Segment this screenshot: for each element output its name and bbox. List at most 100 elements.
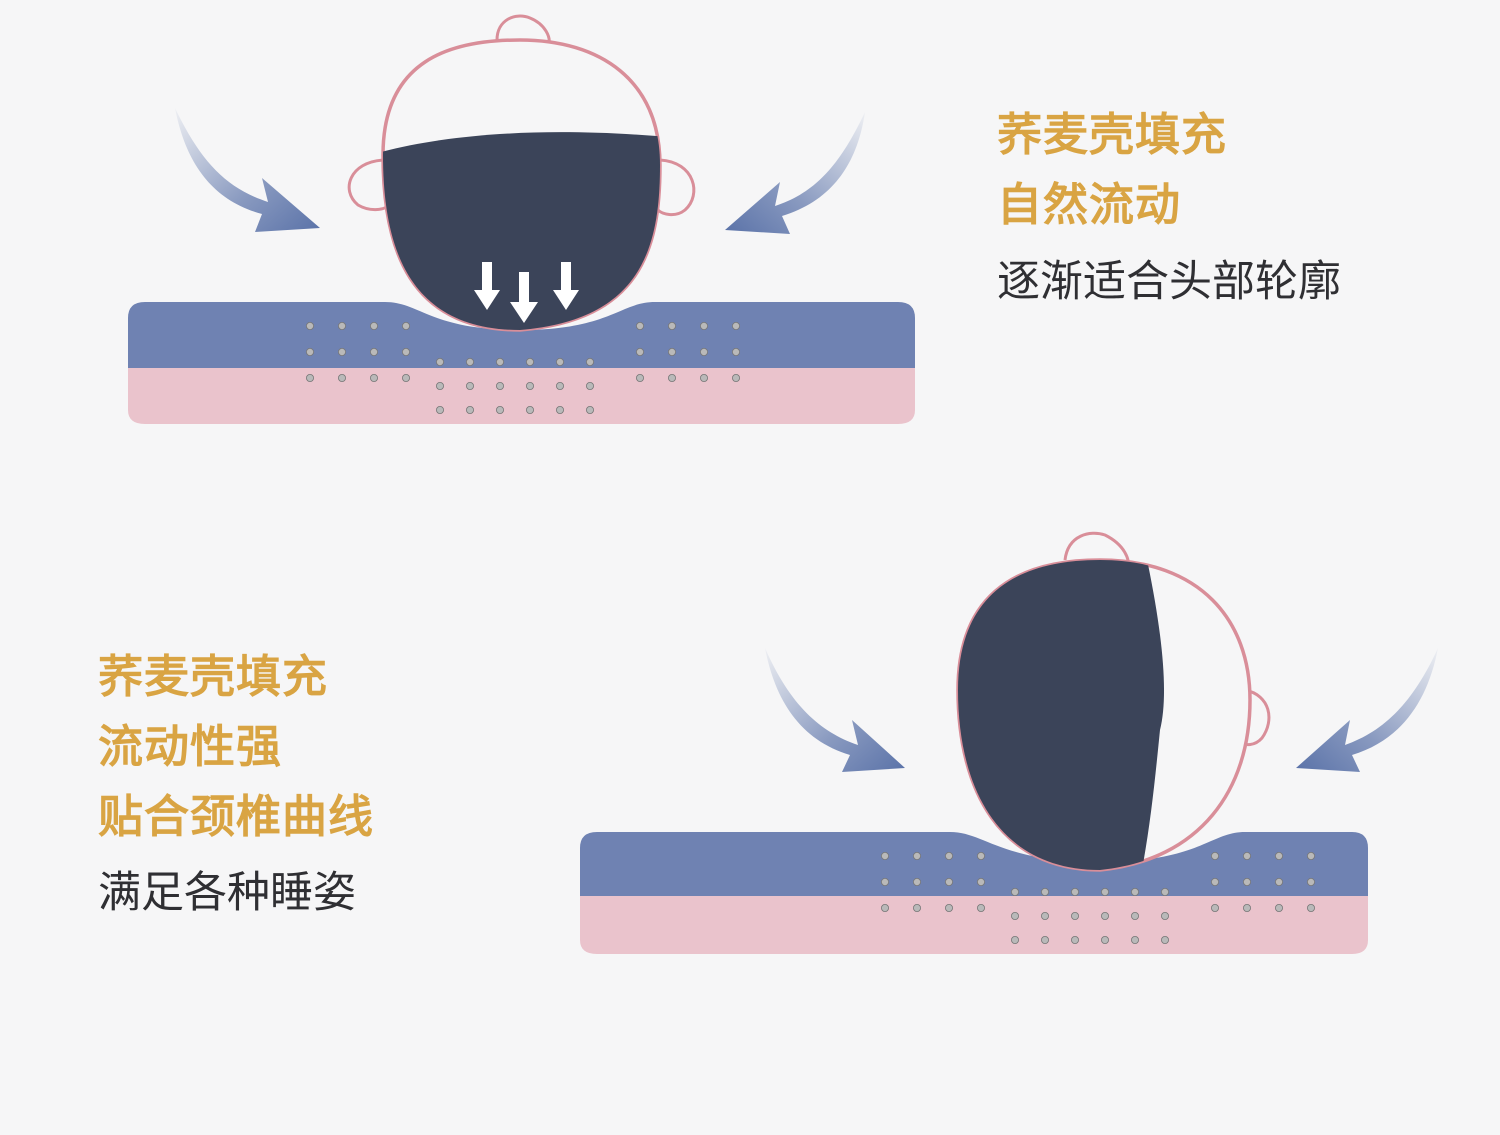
filling-dot (496, 406, 503, 413)
filling-dot (700, 348, 707, 355)
top-subtext: 逐渐适合头部轮廓 (997, 248, 1341, 317)
filling-dot (436, 358, 443, 365)
filling-dot (700, 374, 707, 381)
filling-dot (732, 348, 739, 355)
top-panel-illustration (128, 16, 915, 424)
filling-dot (496, 358, 503, 365)
filling-dot (556, 358, 563, 365)
curved-arrow-icon (175, 108, 320, 232)
filling-dot (1011, 912, 1018, 919)
filling-dot (306, 348, 313, 355)
filling-dot (1275, 878, 1282, 885)
filling-dot (1071, 888, 1078, 895)
top-caption: 荞麦壳填充 自然流动 逐渐适合头部轮廓 (997, 100, 1341, 316)
filling-dot (1307, 904, 1314, 911)
filling-dot (1041, 888, 1048, 895)
filling-dot (945, 878, 952, 885)
filling-dot (586, 406, 593, 413)
filling-dot (668, 322, 675, 329)
filling-dot (466, 358, 473, 365)
filling-dot (1161, 936, 1168, 943)
filling-dot (466, 406, 473, 413)
filling-dot (881, 852, 888, 859)
filling-dot (1131, 912, 1138, 919)
filling-dot (1275, 852, 1282, 859)
filling-dot (1211, 904, 1218, 911)
filling-dot (370, 374, 377, 381)
filling-dot (1211, 852, 1218, 859)
filling-dot (338, 322, 345, 329)
filling-dot (1161, 912, 1168, 919)
filling-dot (1071, 936, 1078, 943)
filling-dot (977, 878, 984, 885)
curved-arrow-icon (725, 112, 865, 234)
filling-dot (945, 904, 952, 911)
filling-dot (338, 348, 345, 355)
top-headline-line-2: 自然流动 (997, 170, 1341, 240)
filling-dot (1011, 936, 1018, 943)
filling-dot (402, 374, 409, 381)
filling-dot (370, 348, 377, 355)
filling-dot (1243, 904, 1250, 911)
pillow-icon (580, 832, 1368, 954)
bottom-caption: 荞麦壳填充 流动性强 贴合颈椎曲线 满足各种睡姿 (98, 642, 374, 928)
filling-dot (526, 382, 533, 389)
filling-dot (436, 382, 443, 389)
bottom-headline-line-2: 流动性强 (98, 712, 374, 782)
filling-dot (338, 374, 345, 381)
filling-dot (436, 406, 443, 413)
filling-dot (556, 382, 563, 389)
filling-dot (636, 322, 643, 329)
filling-dot (1161, 888, 1168, 895)
filling-dot (1131, 936, 1138, 943)
filling-dot (1011, 888, 1018, 895)
filling-dot (1071, 912, 1078, 919)
filling-dot (402, 322, 409, 329)
filling-dot (1101, 888, 1108, 895)
filling-dot (636, 348, 643, 355)
bottom-headline-line-1: 荞麦壳填充 (98, 642, 374, 712)
filling-dot (913, 878, 920, 885)
filling-dot (466, 382, 473, 389)
filling-dot (1307, 878, 1314, 885)
filling-dot (1211, 878, 1218, 885)
head-icon (940, 533, 1269, 880)
top-headline-line-1: 荞麦壳填充 (997, 100, 1341, 170)
filling-dot (556, 406, 563, 413)
filling-dot (526, 406, 533, 413)
filling-dot (586, 382, 593, 389)
filling-dot (1307, 852, 1314, 859)
filling-dot (402, 348, 409, 355)
filling-dot (668, 374, 675, 381)
filling-dot (913, 852, 920, 859)
filling-dot (732, 322, 739, 329)
bottom-subtext: 满足各种睡姿 (98, 859, 374, 928)
filling-dot (977, 852, 984, 859)
filling-dot (732, 374, 739, 381)
filling-dot (1101, 936, 1108, 943)
filling-dot (668, 348, 675, 355)
filling-dot (1275, 904, 1282, 911)
bottom-panel-illustration (580, 533, 1438, 954)
filling-dot (306, 322, 313, 329)
filling-dot (586, 358, 593, 365)
filling-dot (1041, 936, 1048, 943)
curved-arrow-icon (765, 648, 905, 772)
filling-dot (1243, 878, 1250, 885)
filling-dot (881, 904, 888, 911)
filling-dot (945, 852, 952, 859)
filling-dot (1041, 912, 1048, 919)
filling-dot (306, 374, 313, 381)
filling-dot (526, 358, 533, 365)
filling-dot (1243, 852, 1250, 859)
filling-dot (913, 904, 920, 911)
filling-dot (881, 878, 888, 885)
filling-dot (636, 374, 643, 381)
filling-dot (977, 904, 984, 911)
filling-dot (1131, 888, 1138, 895)
filling-dot (496, 382, 503, 389)
filling-dot (1101, 912, 1108, 919)
bottom-headline-line-3: 贴合颈椎曲线 (98, 782, 374, 852)
filling-dot (370, 322, 377, 329)
filling-dot (700, 322, 707, 329)
